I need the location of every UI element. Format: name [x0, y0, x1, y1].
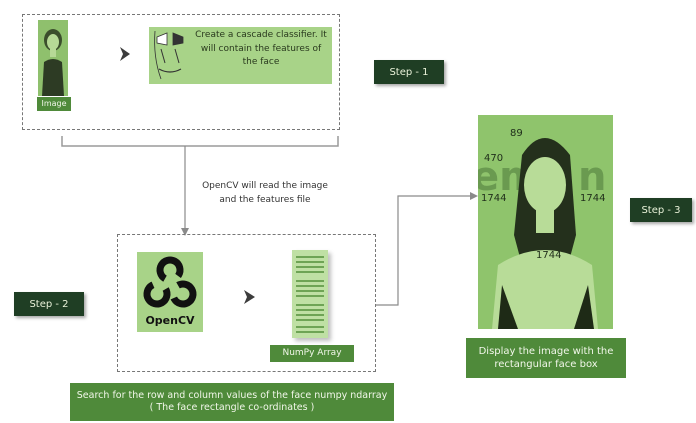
arrow-right-icon-1 — [120, 47, 130, 61]
svg-text:n: n — [578, 154, 606, 200]
face-detection-photo: em n 89 470 1744 1744 1744 — [478, 115, 613, 329]
opencv-note: OpenCV will read the image and the featu… — [202, 181, 328, 205]
haar-face-icon — [154, 30, 184, 80]
cascade-text: Create a cascade classifier. It will con… — [195, 30, 327, 67]
face-number-3: 1744 — [481, 193, 507, 204]
arrow-right-icon-2 — [244, 290, 255, 304]
opencv-label: OpenCV — [145, 314, 195, 327]
opencv-logo-icon — [143, 256, 197, 308]
numpy-array-label: NumPy Array — [270, 345, 354, 362]
opencv-logo-box: OpenCV — [137, 252, 203, 332]
face-number-2: 470 — [484, 153, 504, 164]
top-dashed-box — [22, 14, 340, 130]
step-3-label: Step - 3 — [630, 198, 692, 222]
bottom-dashed-box — [117, 234, 376, 372]
step-2-label: Step - 2 — [14, 292, 84, 316]
image-label: Image — [37, 97, 71, 111]
face-number-4: 1744 — [580, 193, 606, 204]
face-number-5: 1744 — [536, 250, 562, 261]
step-1-label: Step - 1 — [374, 60, 444, 84]
numpy-array-sheet — [292, 250, 328, 338]
display-description: Display the image with the rectangular f… — [466, 338, 626, 378]
search-description: Search for the row and column values of … — [70, 383, 394, 421]
face-number-1: 89 — [510, 128, 523, 139]
cascade-classifier-box: Create a cascade classifier. It will con… — [149, 27, 332, 84]
input-image-thumbnail — [38, 20, 68, 96]
